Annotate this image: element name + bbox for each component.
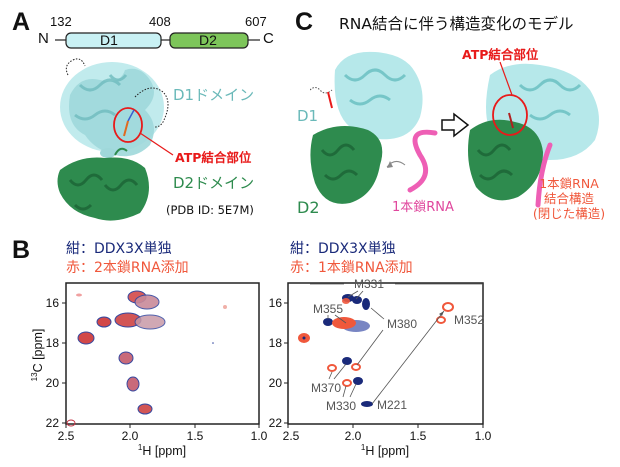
svg-text:2.0: 2.0 — [345, 429, 362, 443]
bound-label-line-2: 結合構造 — [543, 191, 594, 206]
peak-label-m331: M331 — [354, 277, 384, 291]
svg-text:1H [ppm]: 1H [ppm] — [361, 443, 409, 458]
peak-label-m221: M221 — [377, 398, 407, 412]
svg-text:20: 20 — [269, 376, 283, 390]
svg-text:2.0: 2.0 — [122, 429, 139, 443]
seq-pos-408: 408 — [149, 14, 171, 29]
atp-site-label-c: ATP結合部位 — [462, 47, 539, 62]
seq-pos-132: 132 — [50, 14, 72, 29]
panel-c-letter: C — [295, 8, 314, 36]
protein-structure-closed — [468, 63, 599, 208]
d1-domain-label: D1ドメイン — [173, 86, 255, 104]
peak-label-m330: M330 — [326, 399, 356, 413]
svg-text:1.0: 1.0 — [251, 429, 268, 443]
peak-label-m352: M352 — [454, 313, 484, 327]
panel-a-letter: A — [12, 8, 31, 36]
peak-label-m355: M355 — [313, 302, 343, 316]
domain-d2-label: D2 — [199, 32, 217, 48]
n-terminus: N — [38, 30, 49, 47]
domain-d1-label: D1 — [100, 32, 118, 48]
d2-domain-label: D2ドメイン — [173, 174, 255, 192]
pdb-id-label: (PDB ID: 5E7M) — [166, 203, 254, 217]
d1-label-c: D1 — [297, 107, 319, 125]
transition-arrow-icon — [441, 112, 470, 138]
panel-b-letter: B — [12, 236, 31, 264]
bound-label-line-1: 1本鎖RNA — [539, 176, 599, 191]
protein-structure-a — [57, 58, 169, 221]
c-terminus: C — [263, 30, 274, 47]
svg-text:1.5: 1.5 — [187, 429, 204, 443]
svg-text:1.0: 1.0 — [475, 429, 492, 443]
bound-label-line-3: (閉じた構造) — [532, 206, 606, 221]
peak-label-m370: M370 — [311, 381, 341, 395]
bound-structure-label: 1本鎖RNA 結合構造 (閉じた構造) — [524, 176, 614, 221]
ssrna-label: 1本鎖RNA — [392, 200, 454, 215]
atp-site-marker-c — [492, 61, 528, 136]
svg-text:2.5: 2.5 — [58, 429, 75, 443]
nmr-spectrum-ssrna: M331 M355 M380 M352 M370 M330 M221 16 18… — [269, 277, 492, 458]
svg-text:18: 18 — [46, 336, 60, 350]
panel-c-title: RNA結合に伴う構造変化のモデル — [339, 15, 574, 33]
legend-red-right: 赤：1本鎖RNA添加 — [290, 260, 413, 276]
domain-map-lines — [55, 32, 260, 49]
ssrna-strand — [407, 129, 438, 193]
seq-pos-607: 607 — [245, 14, 267, 29]
svg-text:18: 18 — [269, 336, 283, 350]
atp-site-marker-a — [113, 107, 174, 156]
legend-navy-left: 紺：DDX3X単独 — [66, 241, 172, 257]
svg-text:20: 20 — [46, 376, 60, 390]
svg-text:16: 16 — [269, 296, 283, 310]
d2-label-c: D2 — [297, 198, 320, 217]
svg-text:1.5: 1.5 — [410, 429, 427, 443]
peak-label-m380: M380 — [387, 317, 417, 331]
legend-red-left: 赤：2本鎖RNA添加 — [66, 260, 189, 276]
legend-navy-right: 紺：DDX3X単独 — [290, 241, 396, 257]
svg-text:22: 22 — [46, 416, 60, 430]
svg-text:1H [ppm]: 1H [ppm] — [138, 443, 186, 458]
y-tick-16: 16 — [46, 296, 60, 310]
svg-text:2.5: 2.5 — [283, 429, 300, 443]
protein-structure-open — [310, 51, 423, 204]
nmr-spectrum-dsrna: 16 18 20 22 2.5 2.0 1.5 1.0 1H [ppm] 13C… — [30, 282, 268, 458]
svg-text:22: 22 — [269, 416, 283, 430]
svg-text:13C [ppm]: 13C [ppm] — [30, 329, 45, 382]
atp-site-label-a: ATP結合部位 — [175, 150, 252, 165]
